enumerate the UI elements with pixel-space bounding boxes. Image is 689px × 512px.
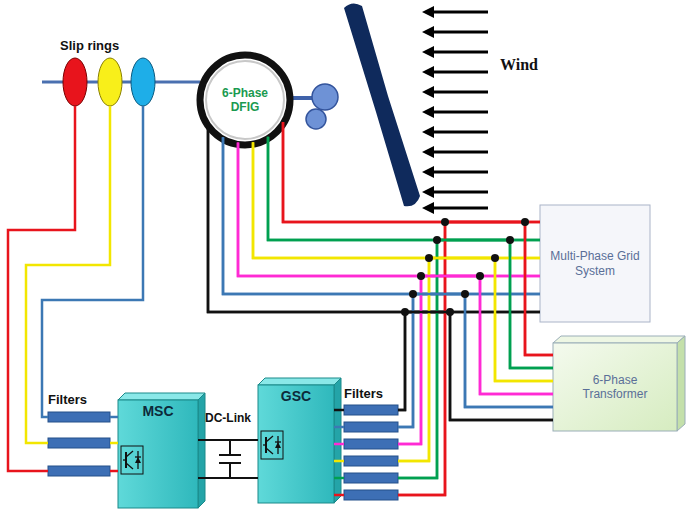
wire: [398, 312, 553, 420]
junction-dot: [433, 236, 441, 244]
slip-ring: [98, 58, 122, 106]
junction-dot: [401, 308, 409, 316]
wire: [283, 122, 553, 355]
wire: [198, 477, 258, 479]
wire: [398, 276, 553, 444]
wire: [110, 442, 118, 445]
converter-side: [198, 393, 205, 508]
converter-side: [334, 378, 341, 503]
wire: [398, 258, 553, 461]
wire: [334, 443, 344, 446]
wire: [110, 470, 118, 473]
junction-dot: [446, 308, 454, 316]
wire: [398, 294, 553, 427]
turbine-blade: [344, 3, 420, 206]
wire-bundle: [208, 122, 553, 420]
wire: [398, 222, 540, 495]
transformer-top: [553, 336, 685, 343]
junction-dot: [461, 290, 469, 298]
wire: [334, 426, 344, 429]
part-label: Slip rings: [60, 38, 119, 53]
junction-dot: [425, 254, 433, 262]
wire: [110, 416, 118, 419]
wire: [398, 258, 540, 461]
junction-dot: [476, 272, 484, 280]
wire-bundle: [110, 417, 118, 471]
generator-circle: 6-Phase DFIG: [200, 55, 290, 145]
wind-arrowheads: [422, 6, 434, 214]
wire: [334, 477, 344, 480]
wire-bundle: [198, 440, 258, 478]
junction-dot: [491, 254, 499, 262]
slip-ring: [131, 58, 155, 106]
wire: [223, 137, 540, 294]
junction-dot: [417, 272, 425, 280]
node-text: 6-Phase Transformer: [561, 373, 669, 402]
filter-bank: Filters: [344, 386, 398, 502]
filter-elements: [48, 405, 398, 500]
wire: [238, 142, 553, 394]
hub: [312, 84, 338, 110]
wire: [42, 106, 143, 417]
junction-dot: [506, 236, 514, 244]
node-text: Filters: [344, 386, 383, 402]
wire-bundle: [8, 106, 143, 471]
transformer-box: 6-Phase Transformer: [553, 343, 677, 431]
converter-box: [118, 400, 198, 508]
wire: [223, 137, 553, 407]
node-text: GSC: [281, 388, 311, 405]
wire: [253, 142, 553, 381]
wire: [208, 124, 553, 420]
wire-bundle: [208, 122, 540, 312]
filter-bank: Filters: [48, 392, 112, 480]
transformer-side: [677, 336, 685, 431]
node-text: Filters: [48, 392, 87, 408]
dc-link-capacitor: [219, 440, 241, 478]
converter-top: [118, 393, 205, 400]
wire-bundle: [334, 410, 344, 495]
wire: [398, 222, 553, 495]
generator-ring: [200, 55, 290, 145]
transformer-box: [553, 343, 677, 431]
wire: [334, 460, 344, 463]
junction-dot: [441, 218, 449, 226]
input-label: Wind: [500, 56, 538, 74]
wire: [398, 312, 540, 410]
grid-box: [540, 205, 650, 322]
wire: [398, 240, 553, 478]
wire-bundle: [398, 222, 540, 495]
wind-arrows: [432, 12, 488, 208]
grid-system-box: Multi-Phase Grid System: [540, 205, 650, 322]
gearbox: [306, 109, 326, 129]
wire: [208, 124, 540, 312]
wire-bundle: [398, 222, 553, 495]
wire: [268, 137, 540, 240]
node-text: Multi-Phase Grid System: [548, 249, 642, 278]
converter-box: GSC: [258, 385, 334, 503]
wire: [334, 494, 344, 497]
junction-dot: [409, 290, 417, 298]
generator-inner: [206, 61, 284, 139]
slip-ring: [63, 58, 87, 106]
converter-top: [258, 378, 341, 385]
junction-dot: [521, 218, 529, 226]
node-text: MSC: [142, 403, 173, 420]
wire: [198, 439, 258, 441]
converter-box: MSC: [118, 400, 198, 508]
node-text: 6-Phase DFIG: [210, 86, 280, 115]
converter-box: [258, 385, 334, 503]
wire: [26, 106, 110, 443]
part-label: DC-Link: [205, 411, 251, 425]
wire: [283, 122, 540, 222]
wire: [334, 409, 344, 412]
